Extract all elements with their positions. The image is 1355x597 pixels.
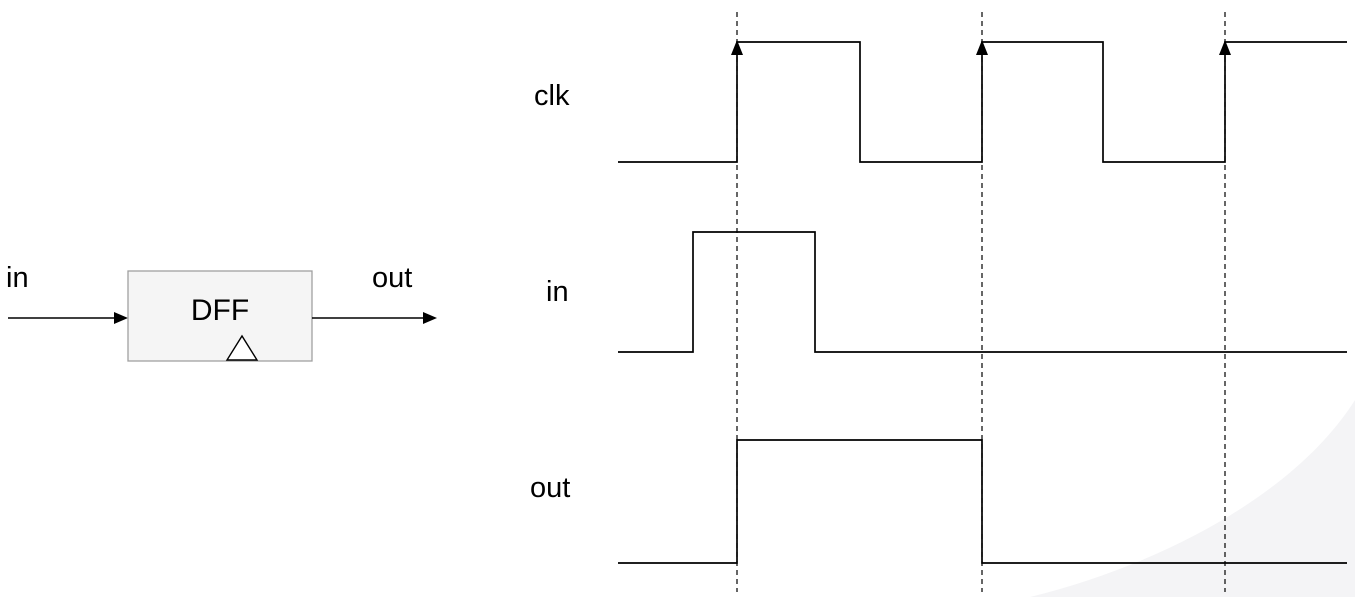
input-arrowhead-icon	[114, 312, 128, 324]
waveform-in	[618, 231, 1347, 353]
dff-block-label: DFF	[190, 294, 250, 327]
rising-edge-arrow-icon	[1219, 40, 1231, 55]
signal-label-out: out	[530, 472, 571, 504]
block-input-label: in	[6, 262, 29, 294]
rising-edge-arrow-icon	[731, 40, 743, 55]
background-curve	[1030, 400, 1355, 597]
dff-block-box	[127, 270, 313, 362]
waveform-clk	[618, 41, 1347, 163]
output-arrowhead-icon	[423, 312, 437, 324]
clock-edge-triangle-icon	[225, 334, 259, 361]
rising-edge-arrow-icon	[976, 40, 988, 55]
waveform-out	[618, 439, 1347, 564]
block-output-label: out	[372, 262, 413, 294]
signal-label-in: in	[546, 276, 569, 308]
signal-label-clk: clk	[534, 80, 570, 112]
